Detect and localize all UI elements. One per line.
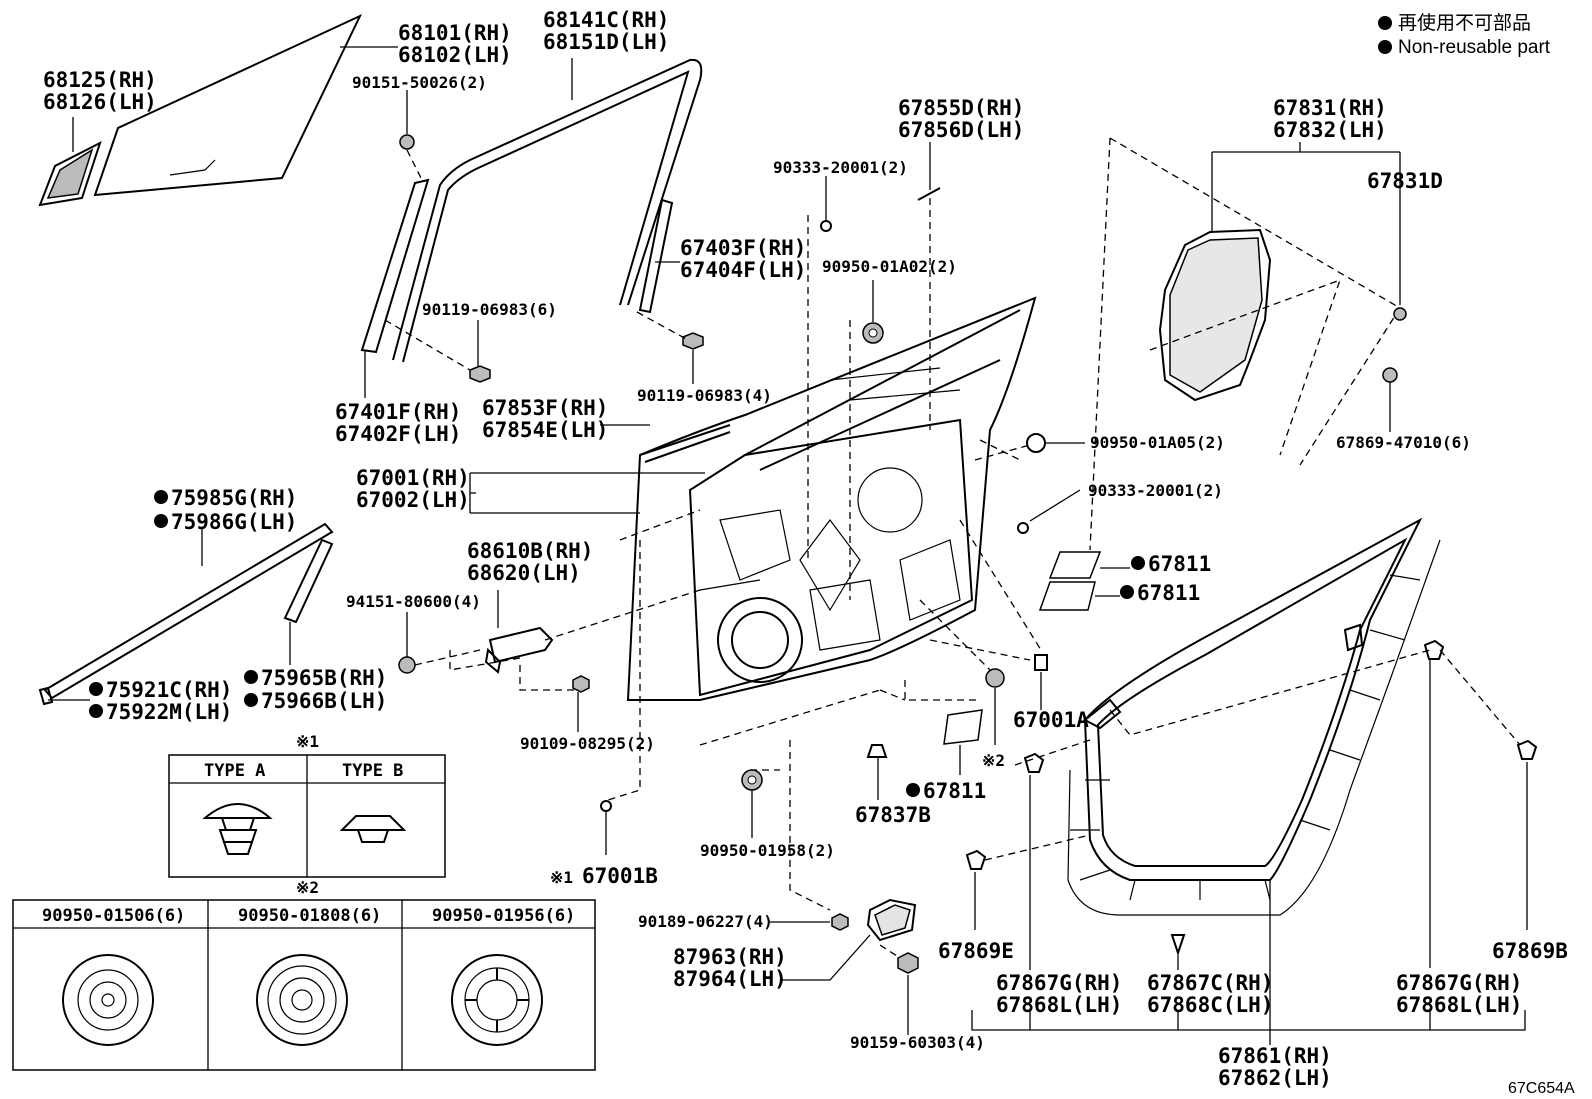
weatherstrip-drawing [965,517,1538,1045]
label-67869b: 67869B [1492,939,1568,963]
plug-01956-icon [451,954,543,1046]
label-75921c: 75921C(RH) [106,678,232,702]
label-68141c: 68141C(RH) [543,8,669,32]
bolt-icon [897,952,919,974]
label-67855d: 67855D(RH) [898,96,1024,120]
label-67001b: 67001B [582,864,658,888]
label-ref1: ※1 [550,868,573,887]
label-67867c: 67867C(RH) [1147,971,1273,995]
non-reusable-dot-icon [1378,16,1392,30]
label-90333-right: 90333-20001(2) [1088,481,1223,500]
lower-center-drawing [699,439,1130,1035]
label-90151: 90151-50026(2) [352,73,487,92]
label-67831: 67831(RH) [1273,96,1387,120]
label-87964: 87964(LH) [673,967,787,991]
label-67869-47010: 67869-47010(6) [1336,433,1471,452]
label-68126: 68126(LH) [43,90,157,114]
non-reusable-markers [89,490,1145,797]
label-67811-center: 67811 [923,779,986,803]
label-90119-6: 90119-06983(6) [422,300,557,319]
label-67001: 67001(RH) [356,466,470,490]
label-67854e: 67854E(LH) [482,418,608,442]
non-reusable-dot-icon [1378,40,1392,54]
label-67001a: 67001A [1013,708,1089,732]
label-75986g: 75986G(LH) [171,510,297,534]
label-68151d: 68151D(LH) [543,30,669,54]
label-75985g: 75985G(RH) [171,486,297,510]
ref-mark-1: ※1 [296,732,319,751]
label-67837b: 67837B [855,803,931,827]
moulding-drawing [38,522,334,706]
type-b-header: TYPE B [342,761,403,781]
label-67002: 67002(LH) [356,488,470,512]
label-ref2: ※2 [982,751,1005,770]
door-check-drawing [398,509,701,855]
label-68102: 68102(LH) [398,43,512,67]
clip-type-table: ※1 TYPE A TYPE B [168,732,446,878]
label-75922m: 75922M(LH) [106,700,232,724]
part-labels: 68125(RH) 68126(LH) 68101(RH) 68102(LH) … [43,8,1575,1097]
label-67404f: 67404F(LH) [680,258,806,282]
label-67867g-left: 67867G(RH) [996,971,1122,995]
label-90333-top: 90333-20001(2) [773,158,908,177]
service-hole-cover-drawing [1089,137,1407,551]
type-b-clip-icon [339,815,407,843]
label-67869e: 67869E [938,939,1014,963]
plug-01808-icon [256,954,348,1046]
door-panel-drawing [469,142,1085,701]
label-90119-4: 90119-06983(4) [637,386,772,405]
label-67867g-right: 67867G(RH) [1396,971,1522,995]
label-67868l-right: 67868L(LH) [1396,993,1522,1017]
plug-col3-header: 90950-01956(6) [432,906,575,926]
label-94151: 94151-80600(4) [346,592,481,611]
legend: 再使用不可部品 Non-reusable part [1378,12,1551,58]
plug-table: ※2 90950-01506(6) 90950-01808(6) 90950-0… [12,878,596,1071]
legend-en: Non-reusable part [1398,37,1551,58]
label-67868l-left: 67868L(LH) [996,993,1122,1017]
door-glass-drawing [38,13,398,207]
label-68620: 68620(LH) [467,561,581,585]
diagram-code: 67C654A [1508,1080,1575,1097]
label-67811-lower: 67811 [1137,581,1200,605]
label-67853f: 67853F(RH) [482,396,608,420]
label-67811-upper: 67811 [1148,552,1211,576]
bolt-icon [682,332,704,350]
label-67831d: 67831D [1367,169,1443,193]
label-90950-01a05: 90950-01A05(2) [1090,433,1225,452]
label-67862: 67862(LH) [1218,1066,1332,1090]
label-67861: 67861(RH) [1218,1044,1332,1068]
plug-01506-icon [62,954,154,1046]
label-90950-01a02: 90950-01A02(2) [822,257,957,276]
label-90189: 90189-06227(4) [638,912,773,931]
type-a-clip-icon [202,803,273,855]
plug-col2-header: 90950-01808(6) [238,906,381,926]
label-87963: 87963(RH) [673,945,787,969]
label-67868c: 67868C(LH) [1147,993,1273,1017]
label-68610b: 68610B(RH) [467,539,593,563]
label-75965b: 75965B(RH) [261,666,387,690]
label-67403f: 67403F(RH) [680,236,806,260]
bolt-icon [469,365,491,383]
label-68101: 68101(RH) [398,21,512,45]
label-75966b: 75966B(LH) [261,689,387,713]
ref-mark-2: ※2 [296,878,319,897]
window-frame-drawing [360,58,704,398]
label-90109: 90109-08295(2) [520,734,655,753]
label-67401f: 67401F(RH) [335,400,461,424]
label-90950-01958: 90950-01958(2) [700,841,835,860]
plug-col1-header: 90950-01506(6) [42,906,185,926]
label-90159: 90159-60303(4) [850,1033,985,1052]
type-a-header: TYPE A [204,761,265,781]
label-67832: 67832(LH) [1273,118,1387,142]
label-67402f: 67402F(LH) [335,422,461,446]
label-67856d: 67856D(LH) [898,118,1024,142]
label-68125: 68125(RH) [43,68,157,92]
legend-jp: 再使用不可部品 [1398,12,1531,34]
